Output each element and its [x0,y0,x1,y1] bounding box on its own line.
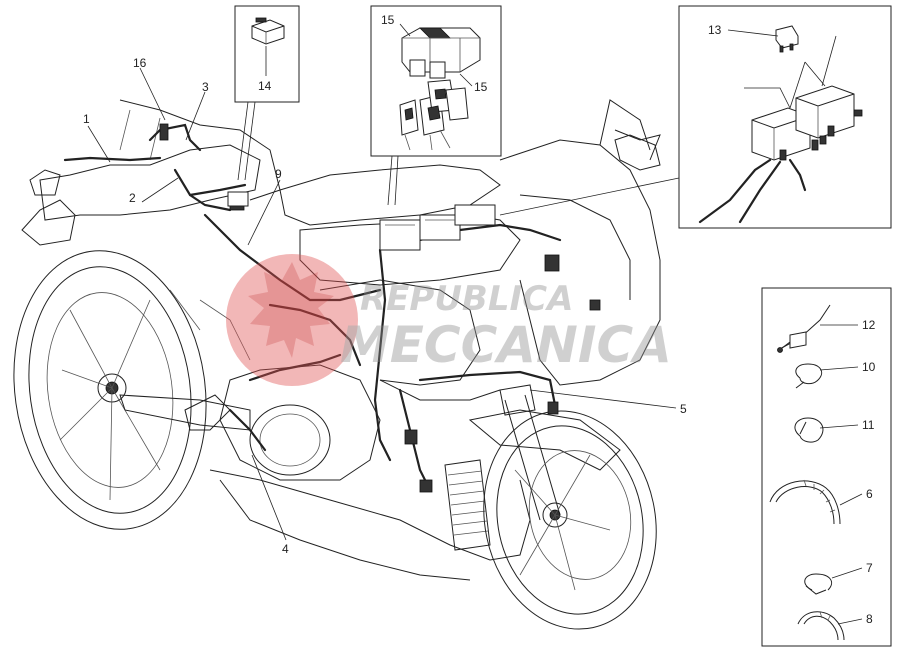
watermark-text-line1: REPUBLICA [360,279,573,319]
fuse-box-part-15 [401,27,481,79]
watermark-logo: REPUBLICA MECCANICA [226,254,672,386]
radiator [444,459,491,551]
inset-box-clips [761,287,892,647]
callout-1: 1 [83,112,90,126]
fuse-part-13 [775,25,799,53]
callout-2: 2 [129,191,136,205]
callout-labels: 1 2 3 4 5 6 7 8 9 10 11 12 13 14 15 15 1… [83,13,876,626]
inset-box-15 [370,5,502,206]
front-wheel [483,410,657,630]
strap-8 [797,611,845,641]
clip-10 [795,363,823,389]
inset-box-13 [499,5,892,229]
leader-lines [87,67,677,541]
clip-7 [804,573,832,595]
relay-assembly-13 [751,85,863,161]
callout-16: 16 [133,56,147,70]
cable-tie-12 [777,304,831,353]
callout-9: 9 [275,167,282,181]
callout-12: 12 [862,318,876,332]
callout-4: 4 [282,542,289,556]
inset-box-14 [234,5,300,181]
clip-11 [794,417,824,443]
strap-6 [769,479,841,525]
callout-15-top: 15 [381,13,395,27]
callout-13: 13 [708,23,722,37]
callout-3: 3 [202,80,209,94]
rear-wheel [13,250,207,530]
watermark-text-line2: MECCANICA [340,316,672,374]
wiring-harness [63,123,601,493]
callout-7: 7 [866,561,873,575]
callout-11: 11 [862,418,875,432]
watermark-gear-icon [226,254,358,386]
callout-10: 10 [862,360,876,374]
callout-8: 8 [866,612,873,626]
callout-14: 14 [258,79,272,93]
connector-part-15 [399,79,469,151]
callout-5: 5 [680,402,687,416]
callout-15-bottom: 15 [474,80,488,94]
callout-6: 6 [866,487,873,501]
relay-part-14 [251,17,285,45]
